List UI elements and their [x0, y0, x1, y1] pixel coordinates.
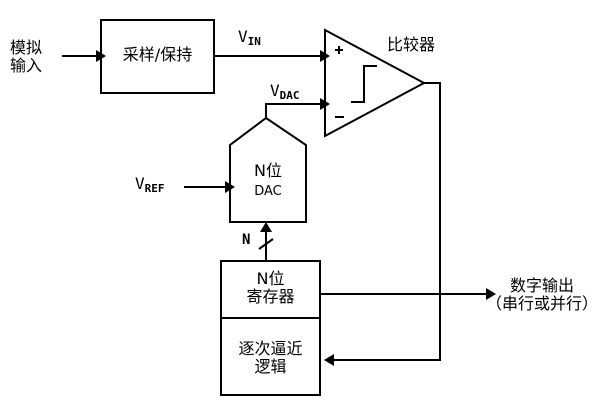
arrowhead-vin	[320, 50, 330, 62]
dac-label: N位 DAC	[230, 161, 306, 200]
comparator-triangle	[324, 28, 427, 138]
vref-label: VREF	[135, 174, 165, 196]
register-label-line1: N位	[256, 269, 285, 288]
digital-output-line2: （串行或并行）	[486, 294, 599, 314]
sample-hold-label: 采样/保持	[122, 45, 193, 64]
feedback-wire	[334, 82, 441, 361]
sar-logic-line2: 逻辑	[254, 357, 287, 377]
analog-input-line2: 输入	[10, 56, 43, 76]
vref-main: V	[135, 174, 145, 193]
vin-main: V	[238, 27, 248, 46]
arrowhead-feedback	[324, 354, 334, 366]
vdac-wire	[265, 103, 320, 118]
dac-label-line2: DAC	[254, 184, 282, 200]
vdac-main: V	[270, 81, 280, 100]
arrowhead-vref	[225, 181, 235, 193]
vin-label: VIN	[238, 27, 261, 49]
analog-input-line1: 模拟	[10, 38, 43, 57]
vref-sub: REF	[144, 182, 165, 195]
dac-block	[229, 116, 307, 223]
nbit-slash	[258, 238, 274, 250]
vdac-label: VDAC	[270, 81, 300, 103]
digital-output-line1: 数字输出	[510, 276, 575, 295]
arrowhead-analog-input	[96, 50, 106, 62]
arrowhead-digital-output	[486, 288, 496, 300]
digital-output-label: 数字输出 （串行或并行）	[486, 276, 611, 314]
step-function-icon	[351, 65, 377, 103]
register-block	[220, 260, 321, 396]
vin-sub: IN	[247, 35, 261, 48]
sar-logic-line1: 逐次逼近	[238, 339, 303, 358]
arrowhead-vdac	[320, 98, 330, 110]
vdac-sub: DAC	[279, 89, 300, 102]
arrowhead-nbit	[260, 222, 272, 232]
comparator-label: 比较器	[387, 35, 436, 54]
register-label: N位 寄存器	[221, 269, 320, 307]
sar-logic-label: 逐次逼近 逻辑	[221, 339, 320, 377]
dac-label-line1: N位	[254, 161, 282, 180]
analog-input-label: 模拟 输入	[10, 38, 43, 76]
register-label-line2: 寄存器	[246, 287, 295, 307]
nbit-label: N	[242, 232, 251, 248]
